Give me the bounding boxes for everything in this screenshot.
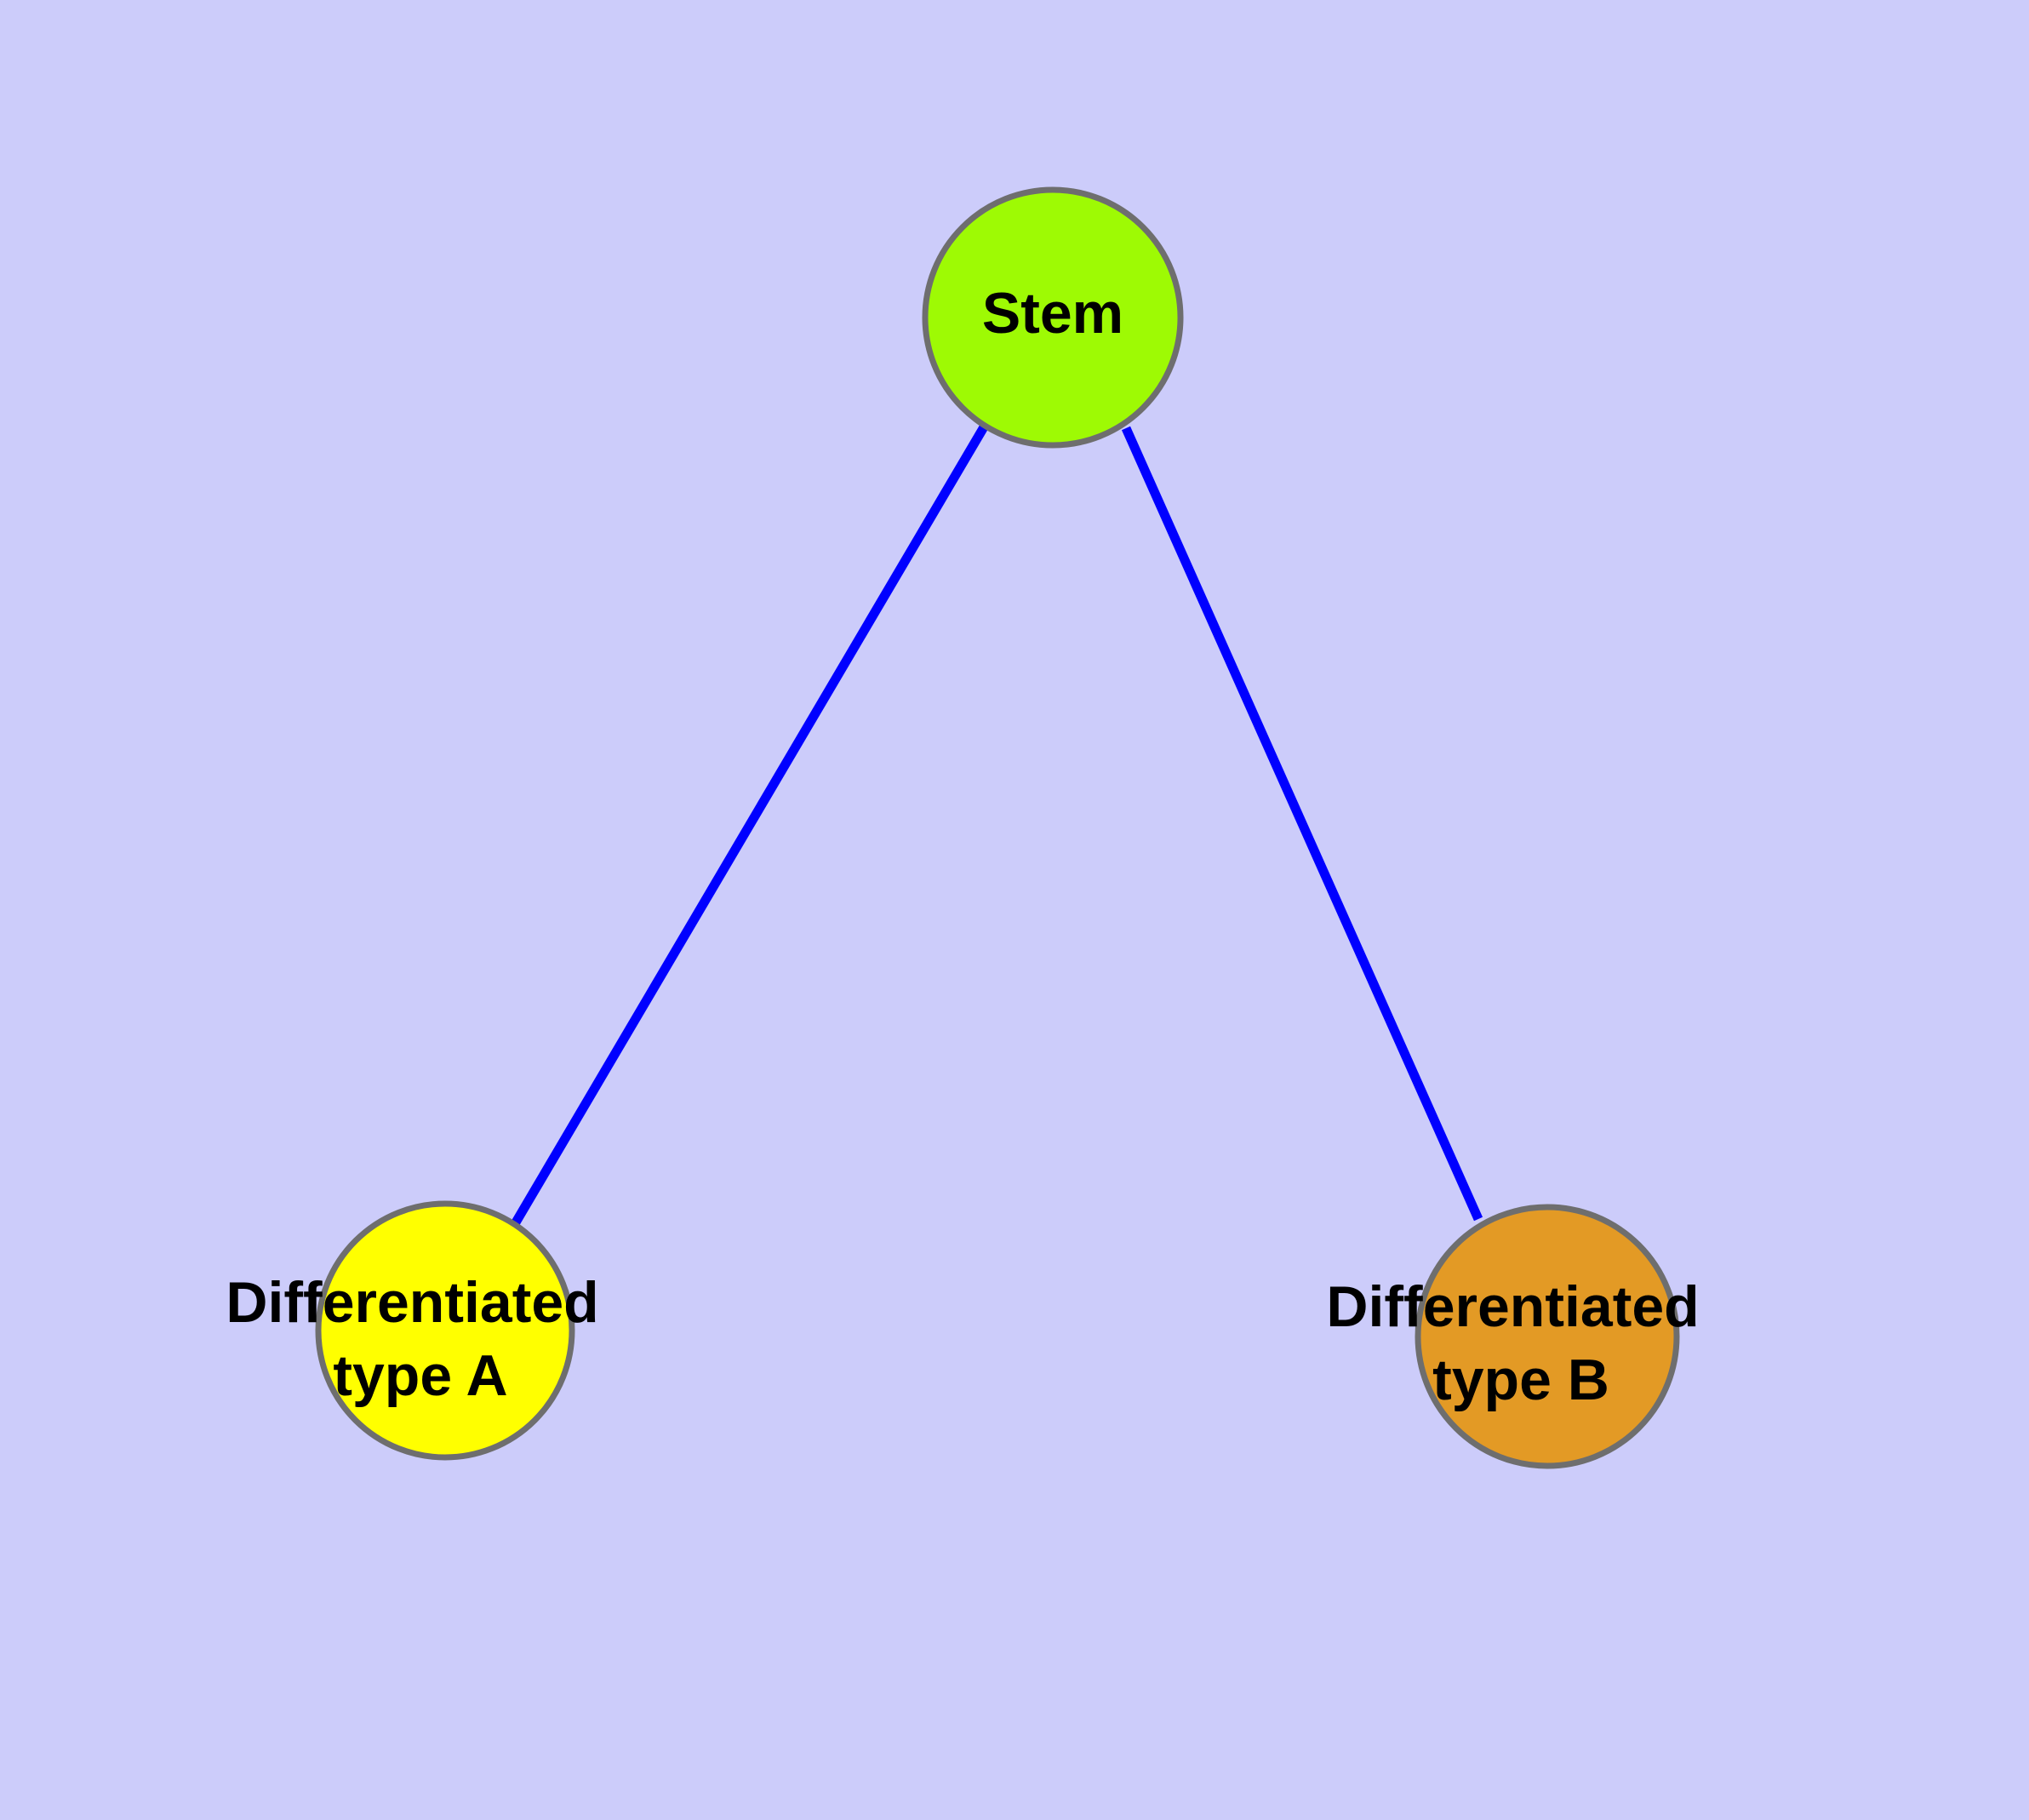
node-label-diff-a-line1: Differentiated [226, 1270, 598, 1335]
edge-group [512, 423, 1483, 1225]
node-circle-diff-a[interactable] [315, 1200, 575, 1461]
node-label-diff-a: Differentiated type A [226, 1270, 614, 1408]
label-group: Stem Differentiated type A Differentiate… [226, 281, 1715, 1412]
node-label-diff-b-line2: type B [1432, 1348, 1609, 1412]
node-label-diff-b-line1: Differentiated [1326, 1274, 1699, 1339]
node-circle-diff-b[interactable] [1415, 1204, 1680, 1469]
edge-stem-to-diff-b[interactable] [1121, 426, 1483, 1222]
node-label-diff-b: Differentiated type B [1326, 1274, 1715, 1412]
node-circle-stem[interactable] [922, 186, 1184, 449]
node-group [315, 186, 1680, 1469]
node-label-stem-line1: Stem [982, 281, 1123, 346]
node-label-diff-a-line2: type A [333, 1343, 507, 1408]
node-label-stem: Stem [982, 281, 1123, 346]
edge-stem-to-diff-a[interactable] [512, 423, 989, 1225]
